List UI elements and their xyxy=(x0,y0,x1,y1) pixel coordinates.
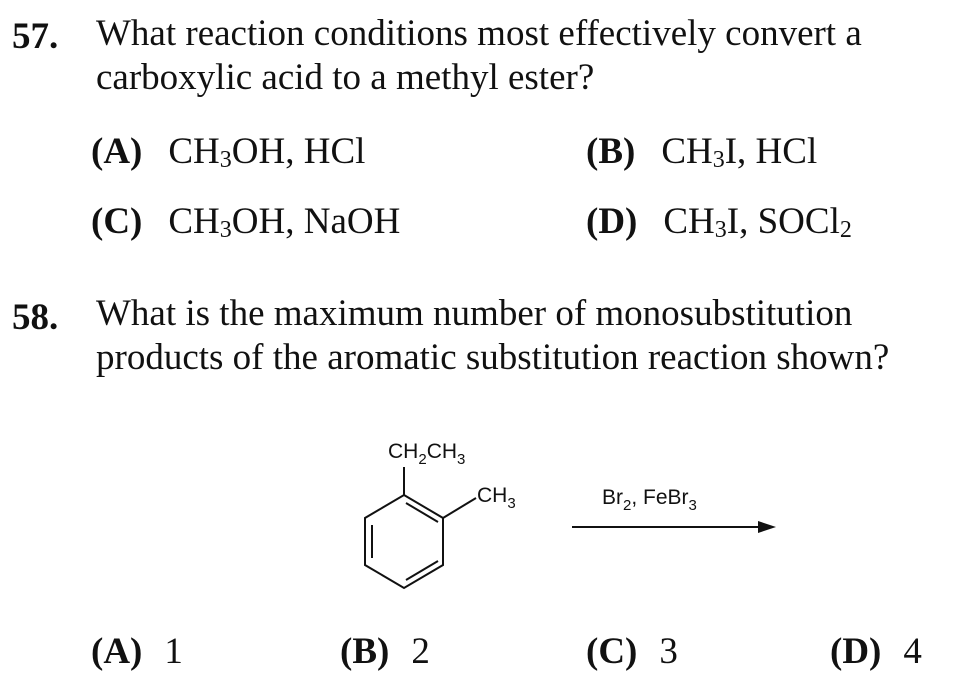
ring-double-bond-2 xyxy=(405,560,439,581)
question-58-text-line-1: What is the maximum number of monosubsti… xyxy=(96,293,853,334)
option-letter: (B) xyxy=(586,131,636,172)
q57-option-c: (C) CH3OH, NaOH xyxy=(91,200,400,243)
question-58-number: 58. xyxy=(12,297,59,338)
q57-option-d: (D) CH3I, SOCl2 xyxy=(586,200,852,243)
ring-double-bond-3 xyxy=(405,502,439,523)
bond-to-methyl xyxy=(442,497,477,519)
option-letter: (D) xyxy=(586,201,638,242)
question-58-text-line-2: products of the aromatic substitution re… xyxy=(96,337,890,378)
reaction-arrow xyxy=(572,521,776,533)
q58-option-b: (B)2 xyxy=(340,631,430,672)
question-57-text-line-1: What reaction conditions most effectivel… xyxy=(96,13,862,54)
option-formula: CH3OH, HCl xyxy=(168,131,366,173)
q58-option-d: (D)4 xyxy=(830,631,922,672)
option-formula: CH3I, SOCl2 xyxy=(663,201,852,243)
reagent-label: Br2, FeBr3 xyxy=(602,486,697,514)
ethyl-toluene-structure xyxy=(364,467,477,590)
question-57-text-line-2: carboxylic acid to a methyl ester? xyxy=(96,57,595,98)
benzene-ring xyxy=(364,493,444,590)
q57-option-a: (A) CH3OH, HCl xyxy=(91,130,365,173)
q57-option-b: (B) CH3I, HCl xyxy=(586,130,817,173)
option-formula: CH3OH, NaOH xyxy=(168,201,401,243)
option-letter: (A) xyxy=(91,131,143,172)
option-formula: CH3I, HCl xyxy=(661,131,818,173)
methyl-group-label: CH3 xyxy=(477,484,516,512)
option-letter: (C) xyxy=(91,201,143,242)
question-57-number: 57. xyxy=(12,16,59,57)
reaction-diagram: CH2CH3 CH3 Br2, FeBr3 xyxy=(364,440,776,590)
q58-option-a: (A)1 xyxy=(91,631,183,672)
ethyl-group-label: CH2CH3 xyxy=(388,440,465,468)
q58-option-c: (C)3 xyxy=(586,631,678,672)
